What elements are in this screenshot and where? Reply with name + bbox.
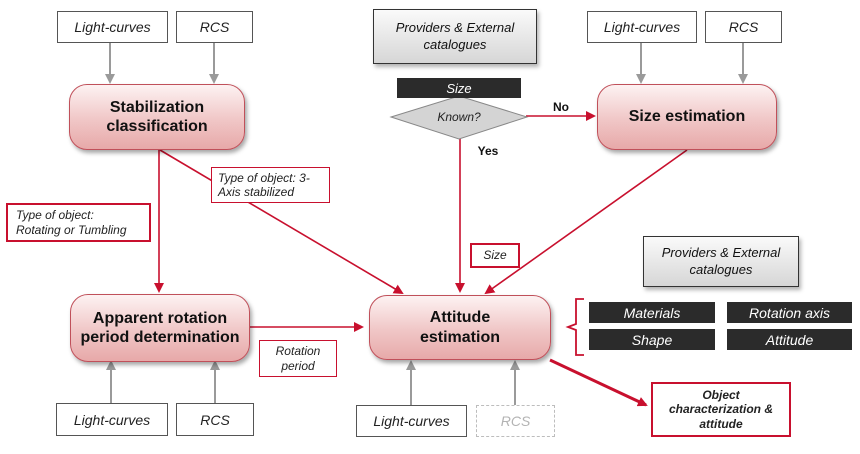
catalogue-brace: [565, 298, 584, 356]
rcs-input-size: RCS: [705, 11, 782, 43]
rotating-tumbling-label: Type of object: Rotating or Tumbling: [6, 203, 151, 242]
arrow-size-to-attitude: [484, 149, 688, 295]
light-curves-input-size: Light-curves: [587, 11, 697, 43]
materials-label: Materials: [589, 302, 715, 323]
size-decision-label: Size: [397, 78, 521, 98]
size-estimation-process: Size estimation: [597, 84, 777, 150]
rotation-period-process: Apparent rotation period determination: [70, 294, 250, 362]
decision-question: Known?: [437, 109, 481, 124]
providers-catalogues-box-bottom: Providers & External catalogues: [643, 236, 799, 287]
attitude-label: Attitude: [727, 329, 852, 350]
rcs-input-rotation: RCS: [176, 403, 254, 436]
shape-label: Shape: [589, 329, 715, 350]
stabilization-classification-process: Stabilization classification: [69, 84, 245, 150]
light-curves-input-rotation: Light-curves: [56, 403, 168, 436]
object-characterization-output: Object characterization & attitude: [651, 382, 791, 437]
decision-no-label: No: [553, 100, 569, 114]
light-curves-input-attitude: Light-curves: [356, 405, 467, 437]
size-edge-label: Size: [470, 243, 520, 268]
three-axis-label: Type of object: 3-Axis stabilized: [211, 167, 330, 203]
rotation-axis-label: Rotation axis: [727, 302, 852, 323]
providers-catalogues-box-top: Providers & External catalogues: [373, 9, 537, 64]
decision-diamond: [389, 95, 529, 140]
rotation-period-edge-label: Rotation period: [259, 340, 337, 377]
arrow-stab-to-attitude: [159, 149, 404, 295]
rcs-input-attitude-faded: RCS: [476, 405, 555, 437]
attitude-estimation-process: Attitude estimation: [369, 295, 551, 360]
light-curves-input-stabilization: Light-curves: [57, 11, 168, 43]
rcs-input-stabilization: RCS: [176, 11, 253, 43]
arrow-attitude-to-output: [549, 358, 648, 407]
decision-yes-label: Yes: [477, 144, 499, 158]
